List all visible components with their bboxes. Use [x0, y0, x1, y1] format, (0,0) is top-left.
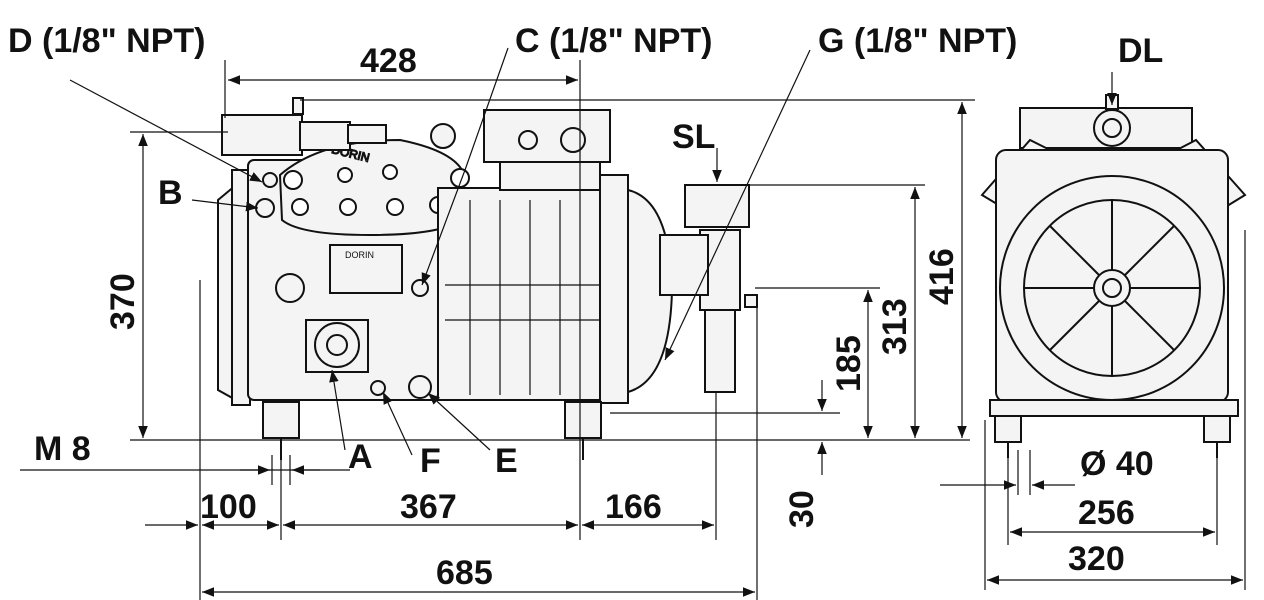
- label-g-port: G (1/8" NPT): [818, 22, 1017, 60]
- label-d-port: D (1/8" NPT): [8, 22, 205, 60]
- leader-lines: [69, 47, 811, 456]
- label-e: E: [495, 442, 518, 480]
- side-view: DORIN DORIN: [217, 97, 758, 460]
- dim-166: 166: [605, 488, 662, 526]
- dim-30: 30: [783, 490, 821, 528]
- plate-brand: DORIN: [345, 250, 374, 260]
- dimension-lines: [138, 72, 1243, 597]
- label-f: F: [420, 442, 441, 480]
- dim-320: 320: [1068, 540, 1125, 578]
- dim-685: 685: [436, 554, 493, 592]
- labels: D (1/8" NPT) C (1/8" NPT) G (1/8" NPT) D…: [8, 22, 1163, 592]
- dim-416: 416: [923, 248, 961, 305]
- label-m8: M 8: [34, 430, 91, 468]
- label-dl: DL: [1118, 32, 1163, 70]
- dim-428: 428: [360, 42, 417, 80]
- label-c-port: C (1/8" NPT): [515, 22, 712, 60]
- extension-lines: [20, 60, 1246, 600]
- dim-313: 313: [876, 298, 914, 355]
- dim-185: 185: [830, 335, 868, 392]
- front-view: [980, 94, 1247, 458]
- dim-370: 370: [104, 273, 142, 330]
- dim-367: 367: [400, 488, 457, 526]
- dim-256: 256: [1078, 494, 1135, 532]
- label-b: B: [158, 174, 183, 212]
- label-sl: SL: [672, 118, 715, 156]
- dim-diameter-40: Ø 40: [1080, 445, 1154, 483]
- dim-100: 100: [200, 488, 257, 526]
- label-a: A: [348, 438, 373, 476]
